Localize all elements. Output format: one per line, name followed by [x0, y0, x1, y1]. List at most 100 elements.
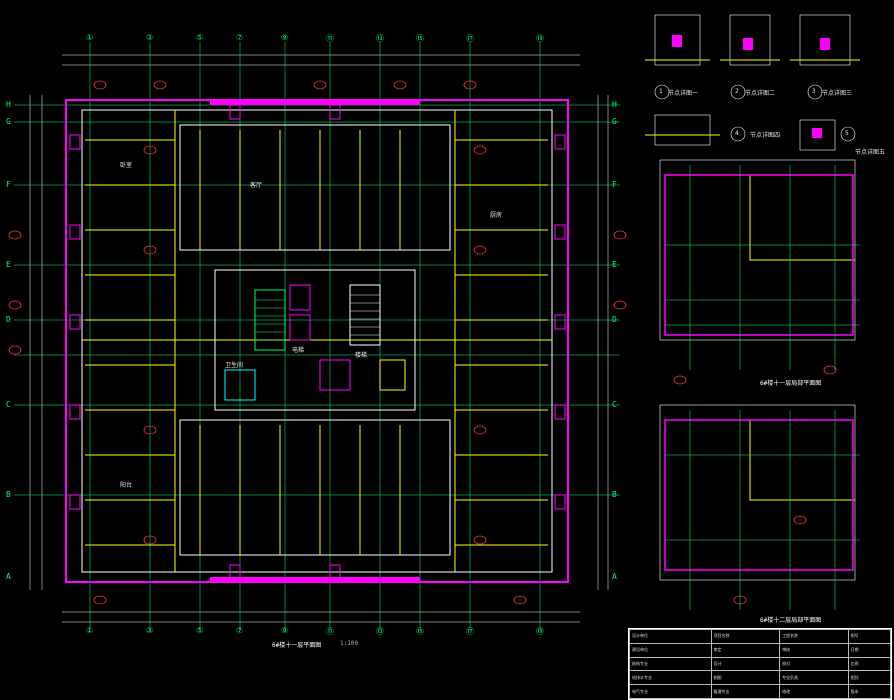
- bottom-facade: [210, 577, 420, 582]
- grid-label-left: H: [6, 100, 11, 109]
- grid-label-bottom: ⑰: [466, 627, 474, 636]
- detail-label-5: 节点详图五: [855, 149, 886, 156]
- washroom-block: [229, 564, 241, 580]
- detail-number-5: 5: [845, 130, 849, 137]
- grid-label-top: ⑨: [281, 33, 289, 42]
- grid-label-bottom: ⑨: [281, 626, 289, 635]
- grid-label-right: H: [612, 100, 617, 109]
- title-block-cell: 结构专业: [629, 656, 712, 672]
- core-stairs-elevators: [224, 284, 406, 401]
- detail-number-2: 2: [735, 88, 739, 95]
- section-markers: [8, 80, 837, 605]
- title-block-cell: 审定: [710, 642, 781, 658]
- section-marker: [463, 80, 477, 90]
- grid-label-bottom: ⑮: [416, 627, 424, 636]
- grid-label-left: C: [6, 400, 11, 409]
- washroom-block: [329, 564, 341, 580]
- room-label-bedroom: 卧室: [120, 162, 133, 169]
- washroom-block: [554, 404, 566, 420]
- title-block-cell: 专业负责: [779, 670, 849, 686]
- plan3-title: 6#楼十二层局部平面图: [760, 617, 822, 624]
- title-block-cell: 审核: [779, 642, 849, 658]
- section-marker: [8, 230, 22, 240]
- section-marker: [93, 80, 107, 90]
- washroom-block: [69, 494, 81, 510]
- detail-label-4: 节点详图四: [750, 132, 781, 139]
- washroom-block: [554, 224, 566, 240]
- room-label-bath: 卫生间: [225, 362, 244, 369]
- title-block-cell: 日期: [847, 642, 892, 658]
- section-marker: [313, 80, 327, 90]
- detail-label-3: 节点详图三: [822, 90, 853, 97]
- title-block-cell: 工程名称: [779, 629, 849, 644]
- grid-label-right: F: [612, 180, 617, 189]
- title-block-cell: 制图: [710, 670, 781, 686]
- grid-label-top: ⑰: [466, 34, 474, 43]
- section-marker: [8, 300, 22, 310]
- washroom-block: [554, 314, 566, 330]
- section-marker: [8, 345, 22, 355]
- grid-label-top: ⑲: [536, 34, 544, 43]
- section-marker: [473, 425, 487, 435]
- interior-walls: [81, 109, 553, 573]
- grid-label-bottom: ⑲: [536, 627, 544, 636]
- title-block: 设计单位项目名称工程名称图号建设单位审定审核日期结构专业设计校对比例给排水专业制…: [628, 628, 892, 700]
- detail-number-4: 4: [735, 130, 739, 137]
- grid-label-left: D: [6, 315, 11, 324]
- room-label-balcony: 阳台: [120, 482, 133, 489]
- top-facade: [210, 100, 420, 105]
- room-label-elevator: 电梯: [292, 347, 305, 354]
- title-block-cell: 校对: [779, 656, 849, 672]
- detail-drawings: [645, 14, 860, 151]
- washroom-block: [69, 134, 81, 150]
- washroom-blocks: [69, 104, 566, 580]
- detail-number-3: 3: [812, 88, 816, 95]
- grid-label-left: A: [6, 572, 11, 581]
- main-floor-plan: [8, 42, 837, 630]
- grid-axes-vertical: [89, 42, 541, 630]
- title-block-cell: 项目名称: [710, 629, 781, 644]
- outer-wall-boundary: [65, 99, 569, 583]
- title-block-cell: 设计: [710, 656, 781, 672]
- detail-number-1: 1: [659, 88, 663, 95]
- grid-label-bottom: ⑤: [196, 626, 204, 635]
- grid-label-right: G: [612, 117, 617, 126]
- washroom-block: [229, 104, 241, 120]
- washroom-block: [69, 224, 81, 240]
- washroom-block: [554, 494, 566, 510]
- title-block-cell: 修改: [779, 684, 849, 699]
- section-marker: [143, 245, 157, 255]
- grid-label-bottom: ⑪: [326, 627, 334, 636]
- main-plan-scale: 1:100: [340, 640, 359, 647]
- grid-label-left: F: [6, 180, 11, 189]
- title-block-cell: 给排水专业: [629, 670, 712, 686]
- section-marker: [473, 535, 487, 545]
- grid-label-top: ③: [146, 33, 154, 42]
- dimension-lines: [29, 54, 609, 623]
- washroom-block: [554, 134, 566, 150]
- section-marker: [473, 245, 487, 255]
- grid-label-left: B: [6, 490, 11, 499]
- title-block-cell: 暖通专业: [710, 684, 781, 699]
- grid-label-bottom: ⑦: [236, 626, 244, 635]
- room-label-stair: 楼梯: [355, 352, 368, 359]
- title-block-cell: 比例: [847, 656, 892, 672]
- washroom-block: [69, 314, 81, 330]
- partial-plan-12f: [659, 404, 860, 610]
- section-marker: [143, 425, 157, 435]
- grid-label-right: A: [612, 572, 617, 581]
- detail-label-2: 节点详图二: [745, 90, 776, 97]
- grid-label-right: E: [612, 260, 617, 269]
- section-marker: [613, 230, 627, 240]
- washroom-block: [69, 404, 81, 420]
- grid-label-right: C: [612, 400, 617, 409]
- section-marker: [473, 145, 487, 155]
- grid-label-right: D: [612, 315, 617, 324]
- main-plan-title: 6#楼十一层平面图: [272, 642, 322, 649]
- grid-label-top: ⑦: [236, 33, 244, 42]
- partial-plan-11f: [659, 159, 860, 370]
- column-lines: [82, 110, 552, 572]
- section-marker: [823, 365, 837, 375]
- title-block-cell: 图号: [847, 629, 892, 644]
